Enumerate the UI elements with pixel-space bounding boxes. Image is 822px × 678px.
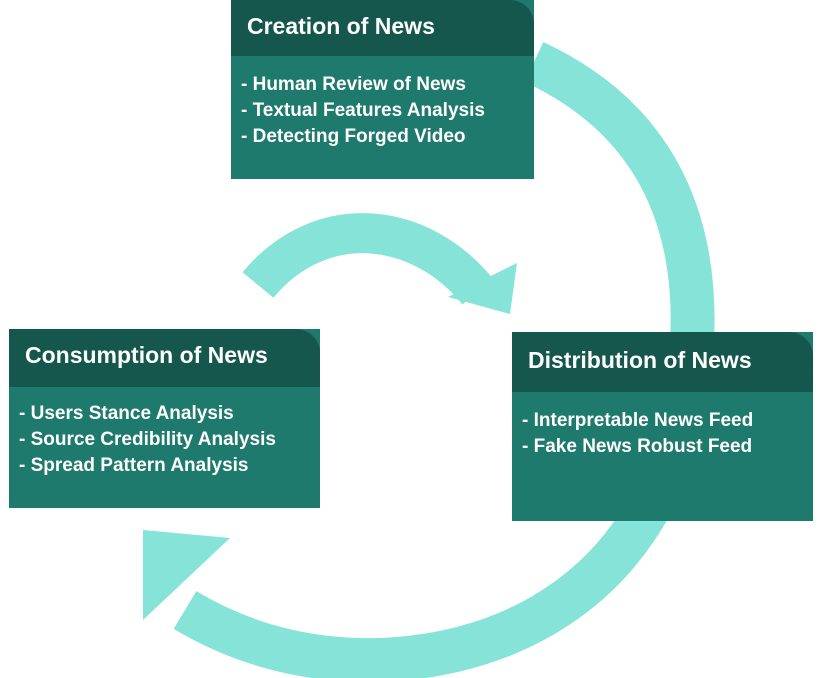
inner-cycle-arc	[242, 213, 494, 306]
stage-item: - Source Credibility Analysis	[19, 429, 276, 450]
stage-item: - Users Stance Analysis	[19, 403, 234, 424]
stage-item: - Interpretable News Feed	[522, 410, 754, 431]
stage-title: Creation of News	[231, 0, 534, 56]
stage-item: - Fake News Robust Feed	[522, 436, 753, 457]
stage-card-consumption: Consumption of News - Users Stance Analy…	[9, 329, 320, 508]
inner-arc-arrowhead	[448, 263, 517, 314]
stage-item: - Spread Pattern Analysis	[19, 455, 249, 476]
stage-card-creation: Creation of News - Human Review of News …	[231, 0, 534, 179]
stage-card-distribution: Distribution of News - Interpretable New…	[512, 332, 813, 521]
stage-title: Consumption of News	[9, 329, 320, 387]
stage-item: - Detecting Forged Video	[241, 126, 466, 147]
stage-title: Distribution of News	[512, 332, 813, 392]
stage-item-list: - Human Review of News - Textual Feature…	[231, 56, 534, 150]
stage-item-list: - Interpretable News Feed - Fake News Ro…	[512, 392, 813, 460]
stage-item: - Human Review of News	[241, 74, 466, 95]
outer-cycle-arc	[173, 42, 715, 678]
outer-arc-arrowhead	[143, 530, 230, 620]
stage-item-list: - Users Stance Analysis - Source Credibi…	[9, 387, 320, 479]
stage-item: - Textual Features Analysis	[241, 100, 485, 121]
